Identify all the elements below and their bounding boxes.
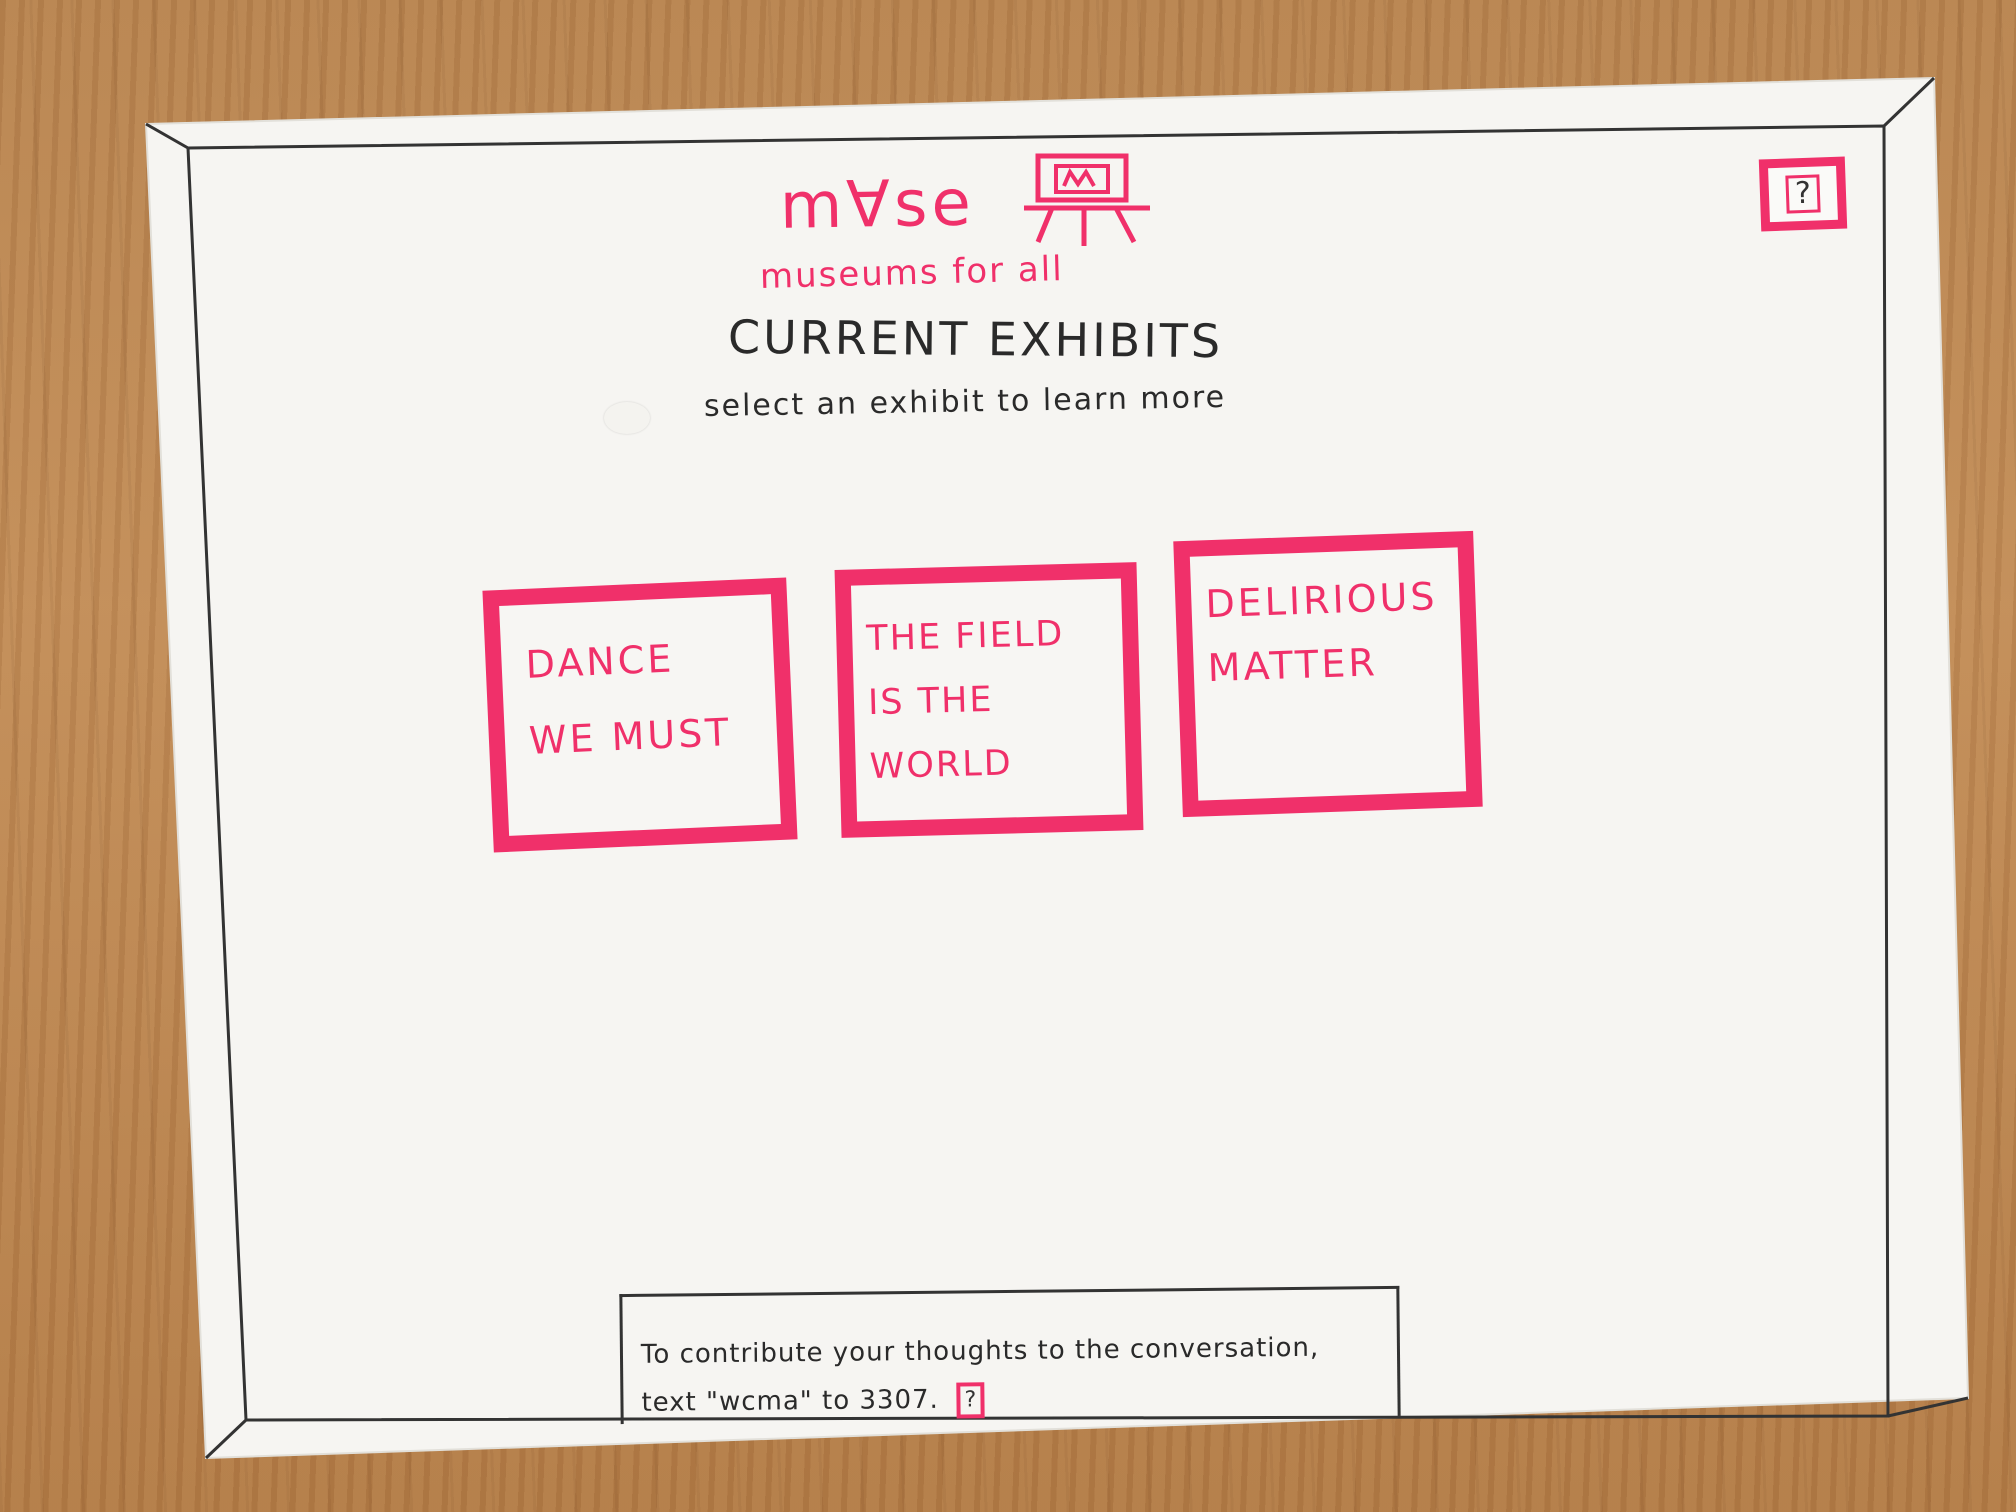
- help-button[interactable]: ?: [1758, 156, 1848, 232]
- logo-tagline: museums for all: [759, 249, 1065, 297]
- easel-m-icon: [1024, 153, 1150, 246]
- exhibit-card-label: THE FIELD IS THE WORLD: [865, 614, 1065, 788]
- footer-line-1: To contribute your thoughts to the conve…: [640, 1332, 1320, 1370]
- logo-wordmark: m∀se: [779, 166, 976, 244]
- exhibit-card-the-field-is-the-world[interactable]: THE FIELD IS THE WORLD: [834, 562, 1144, 838]
- eraser-smudge: [604, 402, 650, 434]
- page-title: CURRENT EXHIBITS: [727, 309, 1224, 369]
- exhibit-card-label: DELIRIOUS MATTER: [1204, 574, 1439, 691]
- help-icon: ?: [1785, 174, 1821, 214]
- footer-sms-instruction: text "wcma" to 3307.: [641, 1384, 940, 1418]
- exhibit-card-label: DANCE WE MUST: [524, 636, 733, 763]
- footer-text: To contribute your thoughts to the conve…: [641, 1323, 1382, 1427]
- footer-line-2: text "wcma" to 3307.?: [641, 1371, 1381, 1427]
- exhibit-card-dance-we-must[interactable]: DANCE WE MUST: [482, 577, 798, 853]
- footer-help-button[interactable]: ?: [956, 1381, 986, 1419]
- exhibit-card-delirious-matter[interactable]: DELIRIOUS MATTER: [1173, 530, 1483, 818]
- footer-info-box: To contribute your thoughts to the conve…: [619, 1285, 1401, 1427]
